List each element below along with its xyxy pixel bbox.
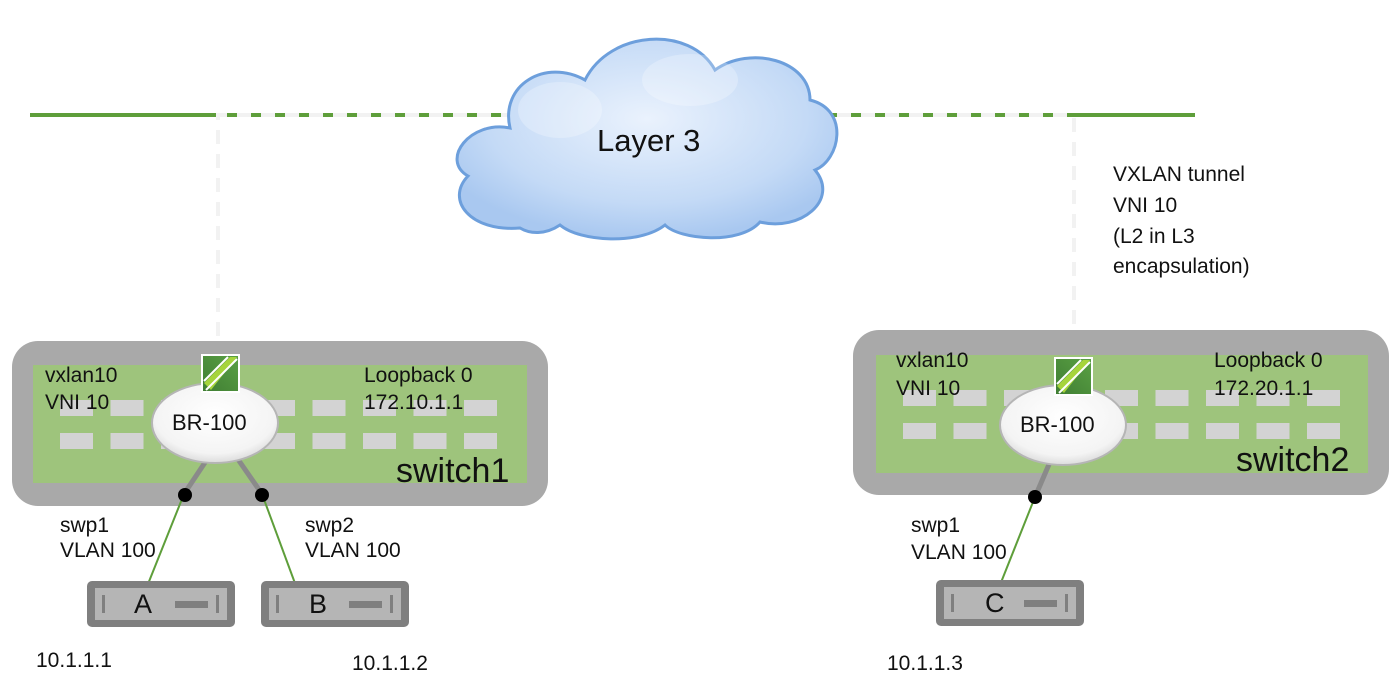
- port-slot: [464, 400, 497, 416]
- port-slot: [1256, 390, 1290, 406]
- host-b: [261, 581, 409, 627]
- port-slot: [312, 400, 346, 416]
- swp2-port-dot: [255, 488, 269, 502]
- switch2-name: switch2: [1236, 441, 1350, 479]
- tunnel-note-line: VNI 10: [1113, 194, 1178, 217]
- switch1-vni: VNI 10: [45, 391, 110, 414]
- port-slot: [903, 390, 936, 406]
- port-slot: [903, 423, 936, 439]
- cloud-label: Layer 3: [597, 123, 701, 158]
- switch2-vxlan-name: vxlan10: [896, 349, 969, 372]
- host-c: [936, 580, 1084, 626]
- switch1-bridge-label: BR-100: [172, 410, 247, 435]
- port-slot: [413, 433, 447, 449]
- switch2-bridge-label: BR-100: [1020, 412, 1095, 437]
- port-name: swp2: [305, 514, 355, 537]
- host-a: [87, 581, 235, 627]
- port-slot: [60, 433, 93, 449]
- port-slot: [110, 433, 144, 449]
- host-c-ip: 10.1.1.3: [887, 652, 963, 675]
- port-slot: [1206, 423, 1239, 439]
- host-a-label: A: [134, 589, 153, 619]
- switch2-loopback-ip: 172.20.1.1: [1214, 377, 1314, 400]
- port-slot: [363, 400, 396, 416]
- host-c-label: C: [985, 588, 1005, 618]
- switch1-port-slots: [60, 400, 497, 449]
- port-slot: [60, 400, 93, 416]
- switch1-links: [147, 453, 297, 587]
- port-slot: [1307, 423, 1340, 439]
- tunnel-note-line: (L2 in L3: [1113, 225, 1195, 248]
- port-slot: [1155, 423, 1189, 439]
- port-slot: [413, 400, 447, 416]
- swp1-port-dot: [178, 488, 192, 502]
- port-slot: [110, 400, 144, 416]
- port-name: swp1: [60, 514, 110, 537]
- port-slot: [363, 433, 396, 449]
- host-b-ip: 10.1.1.2: [352, 652, 428, 675]
- switch1-loopback-label: Loopback 0: [364, 364, 473, 387]
- tunnel-note-line: VXLAN tunnel: [1113, 163, 1245, 186]
- swp1-port-dot: [1028, 490, 1042, 504]
- host-b-label: B: [309, 589, 328, 619]
- switch1-name: switch1: [396, 452, 510, 490]
- port-slot: [1206, 390, 1239, 406]
- port-vlan: VLAN 100: [911, 541, 1007, 564]
- port-slot: [464, 433, 497, 449]
- port-slot: [953, 390, 987, 406]
- switch2-vni: VNI 10: [896, 377, 961, 400]
- port-name: swp1: [911, 514, 961, 537]
- switch1-loopback-ip: 172.10.1.1: [364, 391, 464, 414]
- switch1-vxlan-name: vxlan10: [45, 364, 118, 387]
- port-vlan: VLAN 100: [305, 539, 401, 562]
- port-slot: [312, 433, 346, 449]
- switch1-chassis: [12, 341, 548, 506]
- port-slot: [1256, 423, 1290, 439]
- vtep-icon: [201, 354, 240, 393]
- port-slot: [1155, 390, 1189, 406]
- host-a-ip: 10.1.1.1: [36, 649, 112, 672]
- switch2-loopback-label: Loopback 0: [1214, 349, 1323, 372]
- port-slot: [1307, 390, 1340, 406]
- port-vlan: VLAN 100: [60, 539, 156, 562]
- port-slot: [953, 423, 987, 439]
- vtep-icon: [1054, 357, 1093, 396]
- tunnel-note-line: encapsulation): [1113, 255, 1250, 278]
- switch2-links: [997, 461, 1053, 591]
- layer3-cloud: [455, 37, 839, 241]
